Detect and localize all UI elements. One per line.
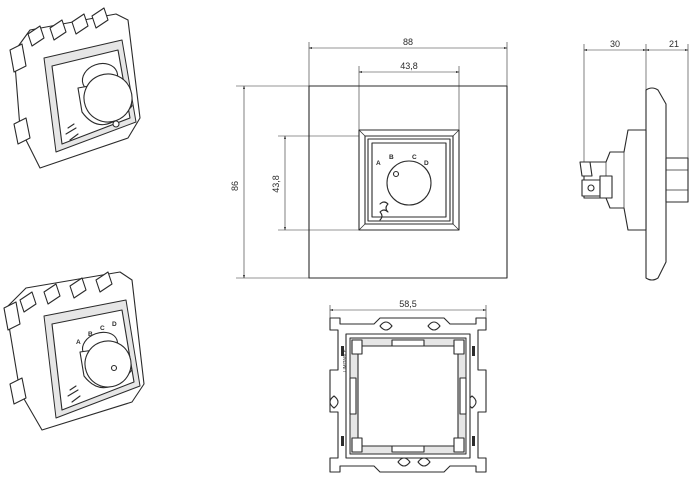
knob-label-b: B xyxy=(88,331,93,338)
dim-front-inner-width: 43,8 xyxy=(400,61,418,71)
dim-front-inner-height: 43,8 xyxy=(271,175,281,193)
dim-frame-width: 58,5 xyxy=(399,299,417,309)
isometric-view-bottom: A B C D xyxy=(3,271,145,431)
front-knob-label-a: A xyxy=(376,160,381,167)
front-knob xyxy=(386,160,432,206)
knob-label-c: C xyxy=(100,325,105,332)
knob-label-d: D xyxy=(112,321,117,328)
front-view: A B C D 88 43,8 86 43,8 xyxy=(230,37,508,279)
side-view: 30 21 xyxy=(579,39,689,281)
mounting-frame-view: LIMITABLE 58,5 xyxy=(329,299,487,473)
dim-front-width: 88 xyxy=(403,37,413,47)
isometric-view-top xyxy=(9,7,141,169)
fan-icon xyxy=(379,201,389,221)
dim-front-height: 86 xyxy=(230,181,240,191)
front-knob-label-b: B xyxy=(389,154,394,161)
frame-opening xyxy=(357,345,459,447)
knob-label-a: A xyxy=(76,339,81,346)
front-knob-label-d: D xyxy=(424,160,429,167)
frame-marking-text: LIMITABLE xyxy=(342,349,347,372)
dim-side-front: 21 xyxy=(669,39,679,49)
dim-side-depth: 30 xyxy=(610,39,620,49)
front-knob-label-c: C xyxy=(412,154,417,161)
